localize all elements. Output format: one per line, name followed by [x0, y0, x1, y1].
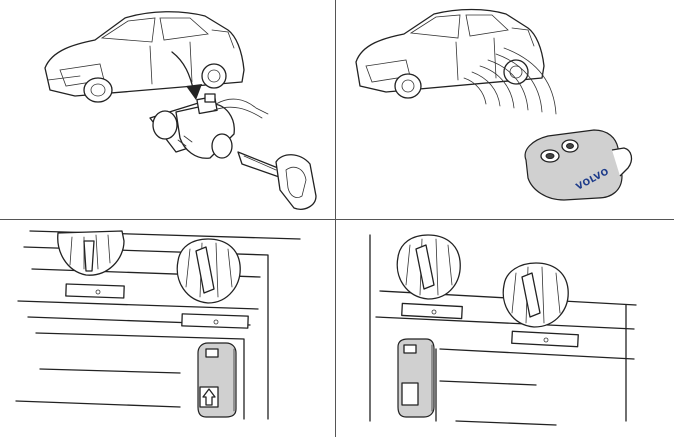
dashboard-left-drawing — [0, 221, 335, 437]
receiver-unit — [198, 343, 236, 417]
remote-transmitter: VOLVO — [525, 130, 631, 200]
control-knob-left — [58, 231, 124, 275]
control-knob-left-2 — [397, 235, 460, 299]
ignition-lock-cylinder — [150, 94, 268, 158]
panel-dashboard-right — [336, 221, 674, 437]
panel-ignition-key — [0, 0, 335, 219]
dashboard-frame — [16, 231, 300, 419]
receiver-unit-2 — [398, 339, 434, 417]
car-sedan-drawing — [45, 12, 244, 102]
button-strip-right-2 — [512, 331, 579, 346]
panel-dashboard-left — [0, 221, 335, 437]
divider-horizontal — [0, 219, 674, 220]
key-drawing — [238, 152, 316, 209]
remote-control-drawing: VOLVO — [336, 0, 674, 219]
control-knob-right-2 — [503, 263, 568, 327]
control-knob-right — [177, 239, 240, 303]
car-sedan-drawing-2 — [356, 10, 544, 99]
ignition-key-drawing — [0, 0, 335, 219]
panel-remote-control: VOLVO — [336, 0, 674, 219]
dashboard-right-drawing — [336, 221, 674, 437]
button-strip-left — [66, 284, 124, 298]
arrow-head — [186, 84, 202, 100]
button-strip-right — [182, 314, 248, 328]
